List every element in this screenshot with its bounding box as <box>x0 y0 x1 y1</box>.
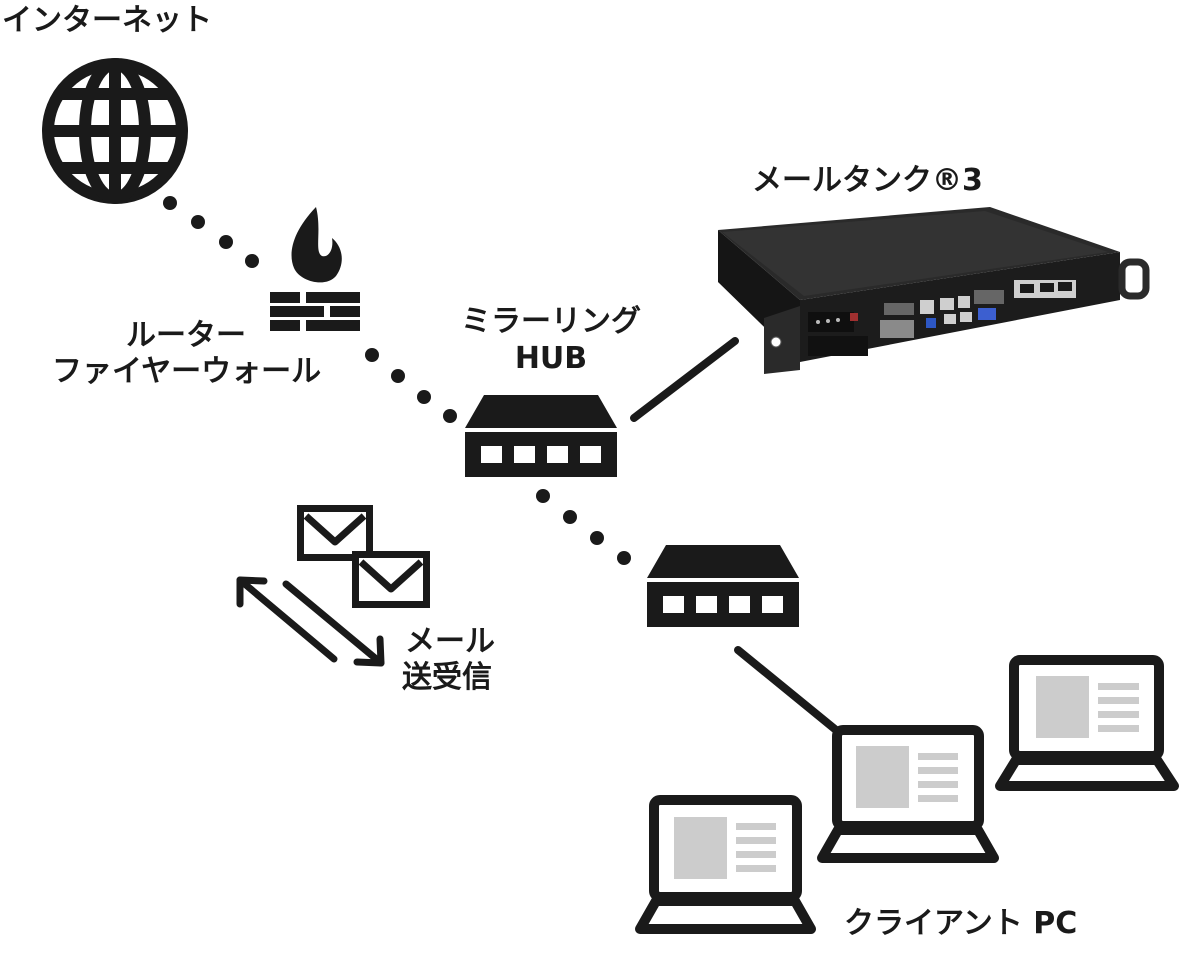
globe-icon <box>42 58 188 204</box>
link-hub-to-switch <box>536 489 631 565</box>
mailtank-label: メールタンク®3 <box>752 163 983 198</box>
laptop-icon-right <box>995 655 1179 791</box>
rack-server-icon <box>718 207 1150 374</box>
router-label-line1: ルーター <box>126 318 246 353</box>
mail-label-line1: メール <box>405 624 495 659</box>
hub-label-line1: ミラーリング <box>461 304 641 339</box>
link-internet-to-firewall <box>163 196 259 268</box>
firewall-flame-icon <box>270 207 360 331</box>
internet-label: インターネット <box>2 3 212 38</box>
network-hub-icon <box>465 395 617 477</box>
laptop-icon-middle <box>817 725 999 863</box>
link-hub-to-mailtank <box>630 337 739 422</box>
envelope-icon-second <box>352 551 430 608</box>
link-switch-to-clients <box>734 646 840 734</box>
bidirectional-arrow-icon <box>236 576 385 667</box>
laptop-icon-left <box>635 795 816 934</box>
mail-label-line2: 送受信 <box>402 660 492 695</box>
clients-label: クライアント PC <box>844 906 1077 941</box>
link-firewall-to-hub <box>365 348 457 423</box>
network-switch-icon <box>647 545 799 627</box>
router-label-line2: ファイヤーウォール <box>52 354 321 389</box>
hub-label-line2: HUB <box>515 341 587 376</box>
